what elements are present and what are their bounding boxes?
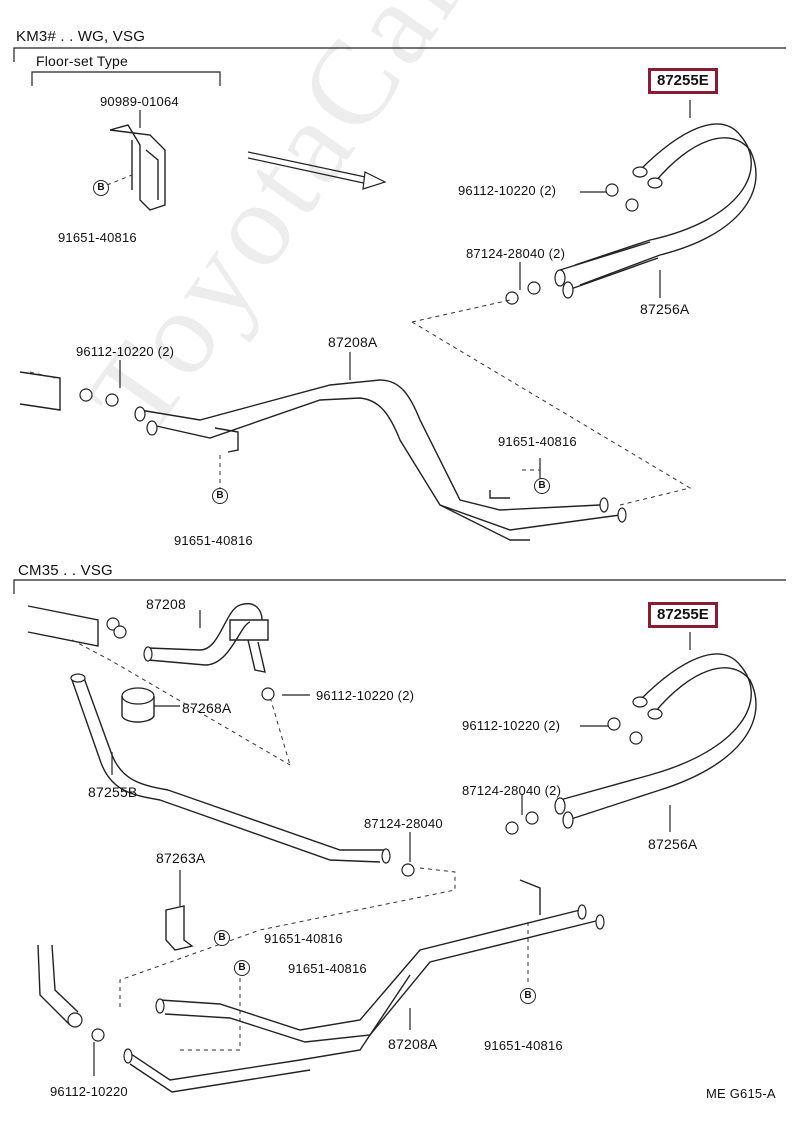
bottom-dashed-guide-b [119, 867, 456, 1051]
part-label-91651-40816: 91651-40816 [174, 533, 253, 548]
bottom-dashed-guide-a [71, 639, 291, 766]
bracket-90989-drawing [106, 110, 166, 211]
part-label-87124-28040: 87124-28040 (2) [462, 783, 562, 798]
part-label-87255E-highlighted: 87255E [648, 68, 718, 94]
hose-left-bottom-drawing [27, 605, 127, 647]
bolt-mark-1: B [93, 180, 109, 196]
grommet-87268A-drawing [121, 687, 180, 723]
part-label-87255E-highlighted: 87255E [648, 602, 718, 628]
part-label-87208A: 87208A [328, 334, 378, 350]
bolt-mark-2: B [212, 488, 228, 504]
part-label-87256A: 87256A [648, 836, 698, 852]
top-dashed-guides [219, 299, 692, 506]
part-label-87124-28040: 87124-28040 [364, 816, 443, 831]
section-header-cm35: CM35 . . VSG [18, 562, 113, 579]
part-label-96112-10220: 96112-10220 [50, 1084, 128, 1099]
pipe-87208A-bottom-drawing [123, 879, 605, 1093]
bolt-mark-3: B [534, 478, 550, 494]
clamps-top-drawing [505, 183, 639, 305]
bolt-mark-4: B [214, 930, 230, 946]
section-header-km3: KM3# . . WG, VSG [16, 28, 146, 45]
hose-87255E-bottom-drawing [505, 632, 757, 835]
part-label-91651-40816: 91651-40816 [288, 961, 367, 976]
direction-arrow [247, 151, 387, 190]
bolt-mark-5: B [234, 960, 250, 976]
diagram-code: ME G615-A [706, 1086, 776, 1101]
hose-left-top-drawing [19, 360, 121, 411]
clamp-87124-single [401, 863, 415, 877]
part-label-91651-40816: 91651-40816 [264, 931, 343, 946]
hose-87255E-top-drawing [554, 100, 757, 299]
hose-87255B-drawing [70, 673, 391, 864]
bolt-mark-6: B [520, 988, 536, 1004]
part-label-90989-01064: 90989-01064 [100, 94, 179, 109]
part-label-96112-10220: 96112-10220 (2) [76, 344, 175, 359]
part-label-96112-10220: 96112-10220 (2) [316, 688, 415, 703]
part-label-91651-40816: 91651-40816 [58, 230, 137, 245]
part-label-91651-40816: 91651-40816 [484, 1038, 563, 1053]
part-label-91651-40816: 91651-40816 [498, 434, 577, 449]
bracket-87263A-drawing [165, 870, 194, 951]
part-label-87256A: 87256A [640, 301, 690, 317]
pipe-87208-drawing [143, 603, 269, 673]
part-label-87255B: 87255B [88, 784, 138, 800]
floor-set-frame [31, 71, 221, 86]
part-label-87263A: 87263A [156, 850, 206, 866]
pipe-87208A-top-drawing [134, 352, 627, 541]
bottom-section-frame [13, 579, 786, 594]
subheader-floor-set: Floor-set Type [36, 53, 129, 69]
part-label-87124-28040: 87124-28040 (2) [466, 246, 566, 261]
part-label-87268A: 87268A [182, 700, 232, 716]
part-label-87208: 87208 [146, 596, 186, 612]
hose-left-lower-drawing [37, 944, 105, 1076]
part-label-87208A: 87208A [388, 1036, 438, 1052]
top-section-frame [13, 47, 786, 62]
part-label-96112-10220: 96112-10220 (2) [462, 718, 561, 733]
part-label-96112-10220: 96112-10220 (2) [458, 183, 557, 198]
